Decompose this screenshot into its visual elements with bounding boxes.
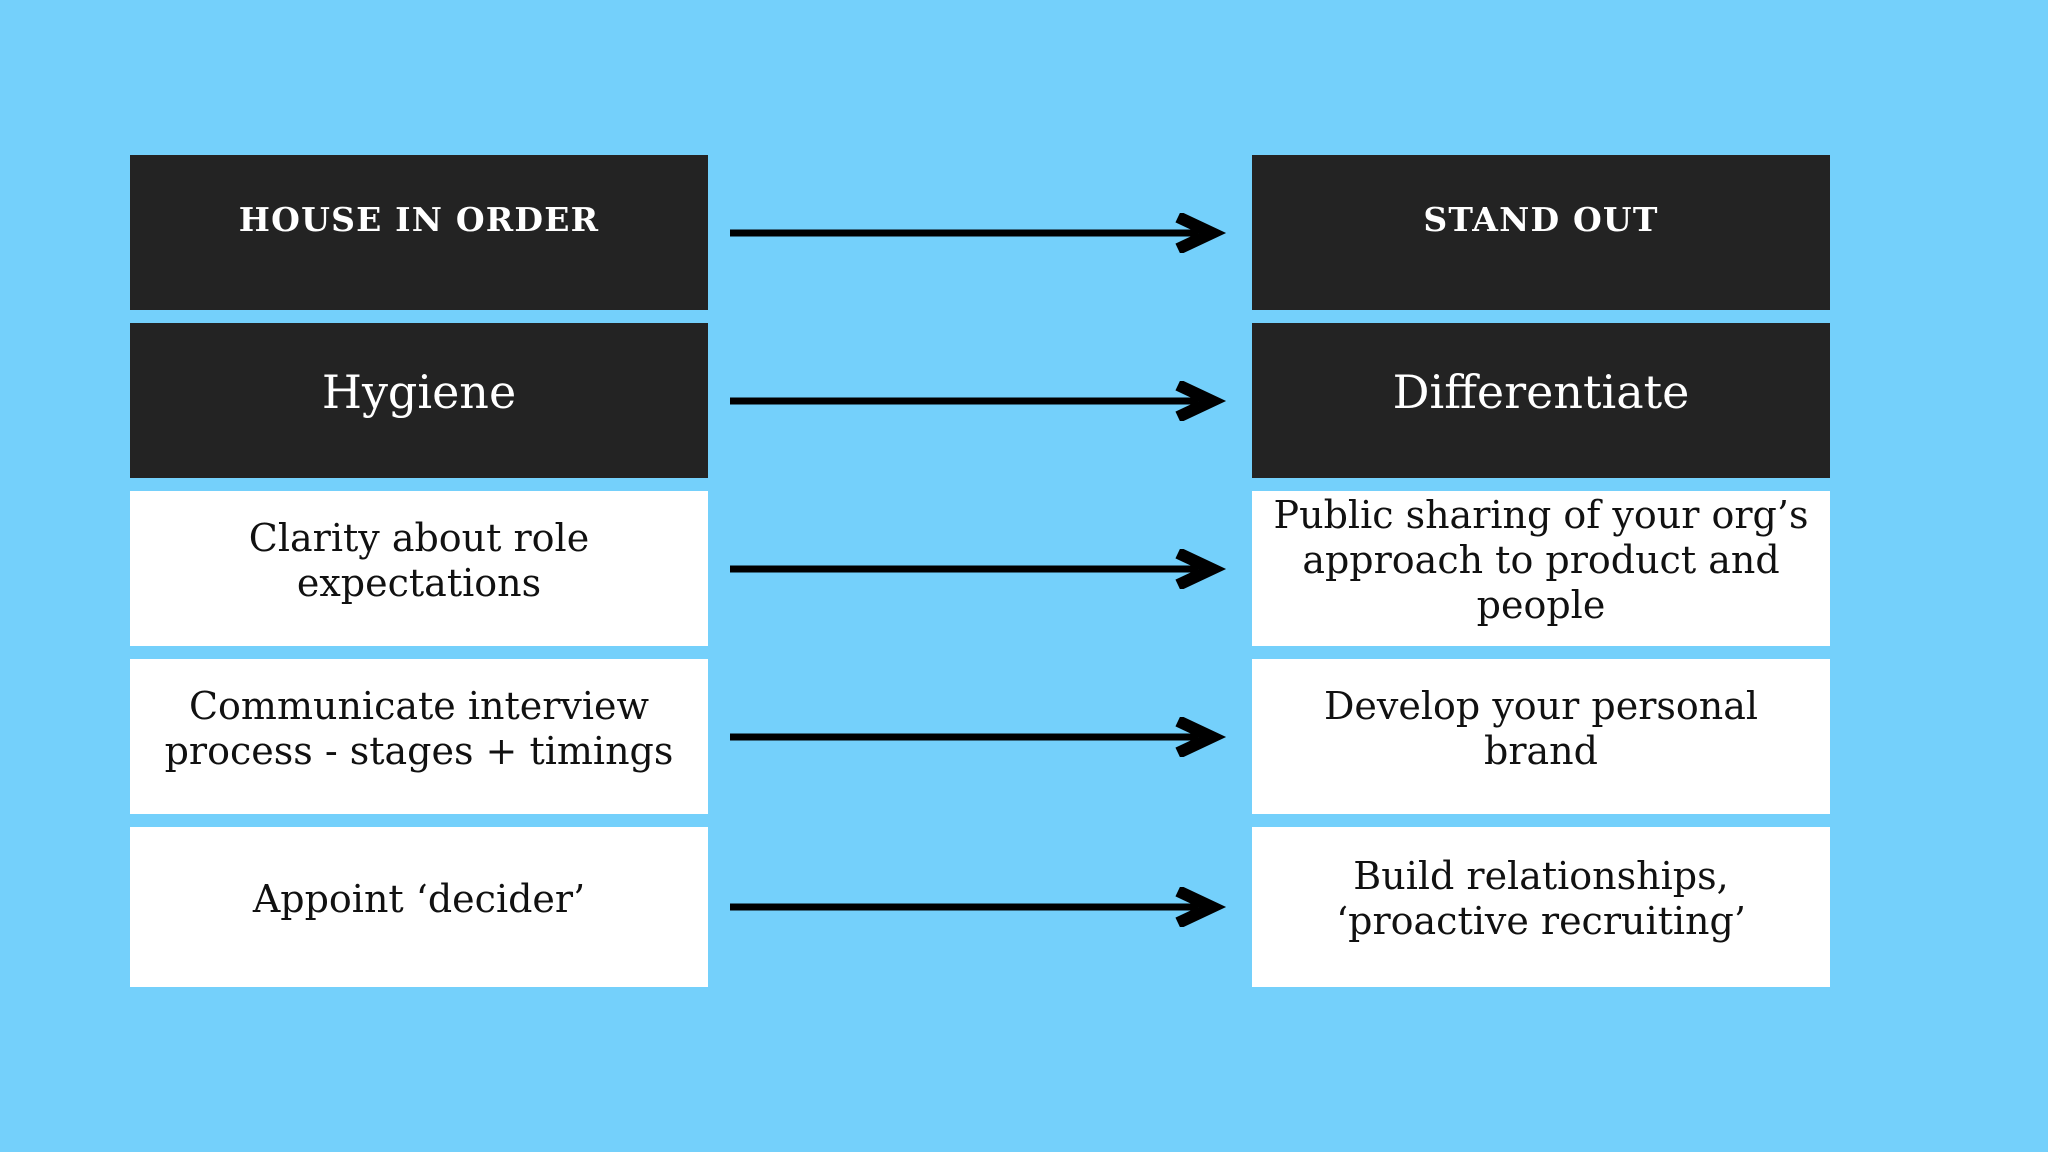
left-box-communicate-interview-process[interactable]: Communicate interview process - stages +… [130, 659, 708, 814]
right-box-label: Build relationships, ‘proactive recruiti… [1336, 854, 1746, 943]
left-box-label: HOUSE IN ORDER [238, 200, 600, 240]
left-box-hygiene[interactable]: Hygiene [130, 323, 708, 478]
diagram-row: Hygiene Differentiate [130, 323, 1830, 478]
right-box-develop-personal-brand[interactable]: Develop your personal brand [1252, 659, 1830, 814]
right-box-public-sharing[interactable]: Public sharing of your org’s approach to… [1252, 491, 1830, 646]
arrow-right-icon [730, 887, 1230, 927]
arrow-right-icon [730, 716, 1230, 757]
right-box-differentiate[interactable]: Differentiate [1252, 323, 1830, 478]
arrow-right-icon [730, 212, 1230, 253]
left-box-house-in-order[interactable]: HOUSE IN ORDER [130, 155, 708, 310]
diagram-row: Appoint ‘decider’ Build relationships, ‘… [130, 827, 1830, 987]
right-box-label: STAND OUT [1423, 200, 1659, 240]
right-box-label: Differentiate [1392, 365, 1690, 420]
right-box-build-relationships[interactable]: Build relationships, ‘proactive recruiti… [1252, 827, 1830, 987]
right-box-stand-out[interactable]: STAND OUT [1252, 155, 1830, 310]
left-box-label: Communicate interview process - stages +… [164, 683, 674, 773]
arrow-right-icon [730, 380, 1230, 421]
left-box-appoint-decider[interactable]: Appoint ‘decider’ [130, 827, 708, 987]
left-box-label: Clarity about role expectations [248, 515, 590, 605]
left-box-label: Hygiene [321, 365, 517, 420]
right-box-label: Public sharing of your org’s approach to… [1273, 493, 1809, 627]
left-box-label: Appoint ‘decider’ [252, 876, 586, 921]
diagram-row: HOUSE IN ORDER STAND OUT [130, 155, 1830, 310]
arrow-right-icon [730, 548, 1230, 589]
diagram-row: Clarity about role expectations Public s… [130, 491, 1830, 646]
diagram-grid: HOUSE IN ORDER STAND OUT Hygiene [130, 155, 1830, 987]
diagram-row: Communicate interview process - stages +… [130, 659, 1830, 814]
left-box-clarity[interactable]: Clarity about role expectations [130, 491, 708, 646]
right-box-label: Develop your personal brand [1323, 683, 1759, 773]
